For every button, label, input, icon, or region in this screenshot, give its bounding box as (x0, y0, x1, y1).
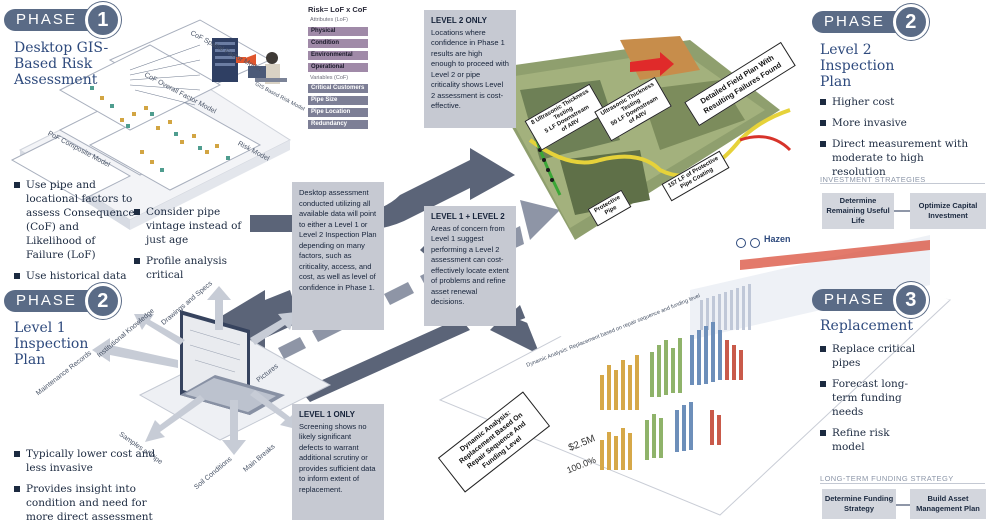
phase1-pill: PHASE (4, 9, 107, 31)
funding-strategy-caption: LONG-TERM FUNDING STRATEGY (820, 474, 954, 483)
phase1-title-line: Desktop GIS- (14, 40, 109, 56)
phase3-bullets: Replace critical pipes Forecast long-ter… (820, 342, 920, 461)
lof-item: Condition (308, 39, 368, 48)
strategy-connector (896, 504, 910, 506)
phase2-right-title-line: Inspection (820, 58, 895, 74)
seal-icon (750, 238, 760, 248)
lof-item: Operational (308, 63, 368, 72)
strategy-connector (894, 210, 910, 212)
phase2-right-number: 2 (892, 4, 929, 40)
level1-level2-callout: LEVEL 1 + LEVEL 2 Areas of concern from … (424, 206, 516, 326)
phase2-left-title-line: Plan (14, 352, 46, 368)
phase1-bullet: Use historical data (14, 269, 136, 283)
phase1-title-line: Based Risk (14, 56, 93, 72)
phase1-bullets-left: Use pipe and locational factors to asses… (14, 178, 136, 290)
investment-strategies-caption: INVESTMENT STRATEGIES (820, 175, 926, 184)
phase1-bullets-right: Consider pipe vintage instead of just ag… (134, 205, 262, 289)
desktop-assessment-callout: Desktop assessment conducted utilizing a… (292, 182, 384, 330)
lof-caption: Attributes (LoF) (310, 17, 348, 23)
pof-sheet (10, 135, 132, 201)
level1-only-text: Screening shows no likely significant de… (299, 421, 376, 494)
phase2-right-title: Level 2 Inspection Plan (820, 42, 894, 90)
phase2-right-title-line: Plan (820, 74, 852, 90)
phase2-left-bullets: Typically lower cost and less invasive P… (14, 447, 164, 531)
phase2-left-title-line: Level 1 (14, 320, 66, 336)
phase1-bullet: Use pipe and locational factors to asses… (14, 178, 136, 262)
level2-only-text: Locations where confidence in Phase 1 re… (431, 27, 509, 111)
desktop-assessment-text: Desktop assessment conducted utilizing a… (299, 188, 377, 292)
divider (820, 483, 985, 484)
phase2-right-pill: PHASE (812, 11, 915, 33)
cof-item: Critical Customers (308, 84, 368, 93)
cof-item: Pipe Location (308, 108, 368, 117)
dashboard-panel (438, 230, 952, 516)
phase2-left-title: Level 1 Inspection Plan (14, 320, 88, 368)
phase3-bullet: Refine risk model (820, 426, 920, 454)
lof-item: Environmental (308, 51, 368, 60)
phase2-right-bullet: Direct measurement with moderate to high… (820, 137, 980, 179)
phase2-left-bullet: Provides insight into condition and need… (14, 482, 164, 524)
cof-item: Redundancy (308, 120, 368, 129)
phase2-right-bullets: Higher cost More invasive Direct measure… (820, 95, 980, 186)
server-illustration (212, 38, 256, 82)
phase1-badge: PHASE 1 (4, 2, 121, 38)
hazen-logo: Hazen (764, 234, 791, 244)
phase3-title: Replacement (820, 318, 913, 334)
phase1-title-line: Assessment (14, 72, 98, 88)
phase3-number: 3 (892, 282, 929, 318)
phase2-left-badge: PHASE 2 (4, 283, 121, 319)
laptop-spoke-arrows (92, 286, 300, 455)
risk-formula: Risk= LoF x CoF (308, 5, 367, 14)
level1-level2-title: LEVEL 1 + LEVEL 2 (431, 212, 505, 221)
level1-only-title: LEVEL 1 ONLY (299, 410, 356, 419)
phase2-left-number: 2 (84, 283, 121, 319)
phase3-badge: PHASE 3 (812, 282, 929, 318)
level2-only-callout: LEVEL 2 ONLY Locations where confidence … (424, 10, 516, 128)
divider (820, 183, 985, 184)
level2-only-title: LEVEL 2 ONLY (431, 16, 488, 25)
phase1-bullet: Consider pipe vintage instead of just ag… (134, 205, 262, 247)
cof-caption: Variables (CoF) (310, 75, 349, 81)
phase2-right-bullet: More invasive (820, 116, 980, 130)
strategy-remaining-life: Determine Remaining Useful Life (822, 193, 894, 229)
phase2-left-pill: PHASE (4, 290, 107, 312)
phase2-right-badge: PHASE 2 (812, 4, 929, 40)
phase2-left-title-line: Inspection (14, 336, 89, 352)
phase2-left-bullet: Typically lower cost and less invasive (14, 447, 164, 475)
phase3-bullet: Forecast long-term funding needs (820, 377, 920, 419)
phase3-pill: PHASE (812, 289, 915, 311)
phase1-number: 1 (84, 2, 121, 38)
phase2-right-title-line: Level 2 (820, 42, 872, 58)
strategy-funding: Determine Funding Strategy (822, 489, 896, 519)
strategy-optimize-capital: Optimize Capital Investment (910, 193, 986, 229)
analyst-illustration (248, 52, 287, 84)
strategy-asset-plan: Build Asset Management Plan (910, 489, 986, 519)
cof-item: Pipe Size (308, 96, 368, 105)
phase2-right-bullet: Higher cost (820, 95, 980, 109)
level1-only-callout: LEVEL 1 ONLY Screening shows no likely s… (292, 404, 384, 520)
lof-item: Physical (308, 27, 368, 36)
phase1-bullet: Profile analysis critical (134, 254, 262, 282)
level1-level2-text: Areas of concern from Level 1 suggest pe… (431, 223, 509, 307)
seal-icon (736, 238, 746, 248)
phase1-title: Desktop GIS- Based Risk Assessment (14, 40, 108, 88)
phase3-bullet: Replace critical pipes (820, 342, 920, 370)
laptop-illustration (138, 310, 332, 441)
